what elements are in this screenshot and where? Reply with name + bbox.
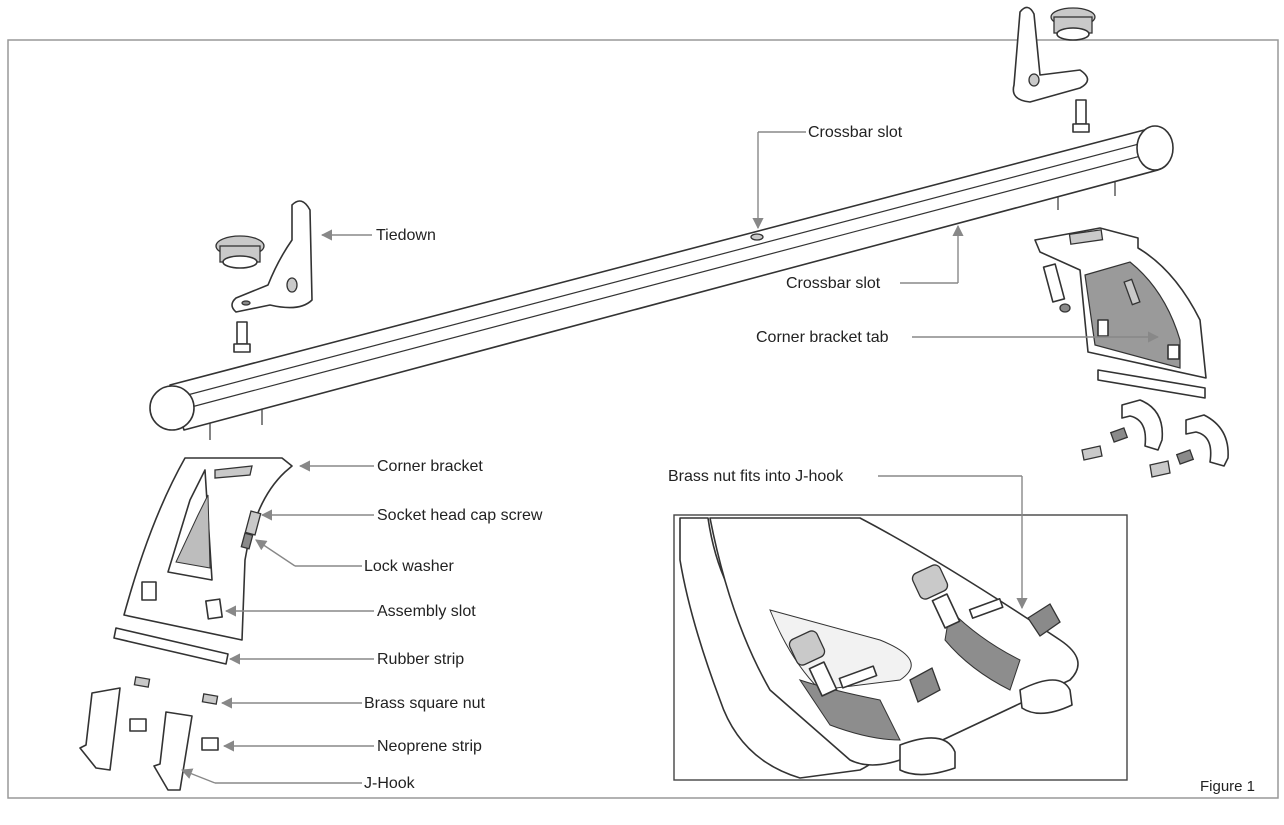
label-crossbar-slot-top: Crossbar slot	[808, 124, 903, 141]
j-hooks-right	[1081, 399, 1229, 478]
corner-bracket-left	[123, 457, 293, 641]
label-socket-head-cap-screw: Socket head cap screw	[377, 507, 543, 524]
neoprene-strips-left	[129, 718, 219, 751]
label-lock-washer: Lock washer	[364, 558, 454, 575]
label-brass-square-nut: Brass square nut	[364, 695, 486, 712]
label-crossbar-slot-right: Crossbar slot	[786, 275, 881, 292]
brass-nuts-left	[133, 676, 219, 705]
label-corner-bracket: Corner bracket	[377, 458, 483, 475]
figure-caption: Figure 1	[1200, 778, 1255, 795]
label-neoprene-strip: Neoprene strip	[377, 738, 482, 755]
tiedown-left	[215, 200, 313, 353]
leader-lines	[180, 131, 1160, 784]
label-tiedown: Tiedown	[376, 227, 436, 244]
figure-frame	[7, 39, 1279, 799]
j-hooks-left	[79, 687, 193, 791]
label-brass-nut-fits-into-j-hook: Brass nut fits into J-hook	[668, 468, 844, 485]
inset-detail	[673, 514, 1128, 781]
rubber-strip-left	[113, 627, 229, 665]
label-rubber-strip: Rubber strip	[377, 651, 464, 668]
tiedown-right	[1012, 6, 1096, 133]
crossbar	[149, 125, 1174, 440]
corner-bracket-right	[1034, 227, 1207, 399]
label-j-hook: J-Hook	[364, 775, 416, 792]
label-corner-bracket-tab: Corner bracket tab	[756, 329, 889, 346]
label-assembly-slot: Assembly slot	[377, 603, 476, 620]
